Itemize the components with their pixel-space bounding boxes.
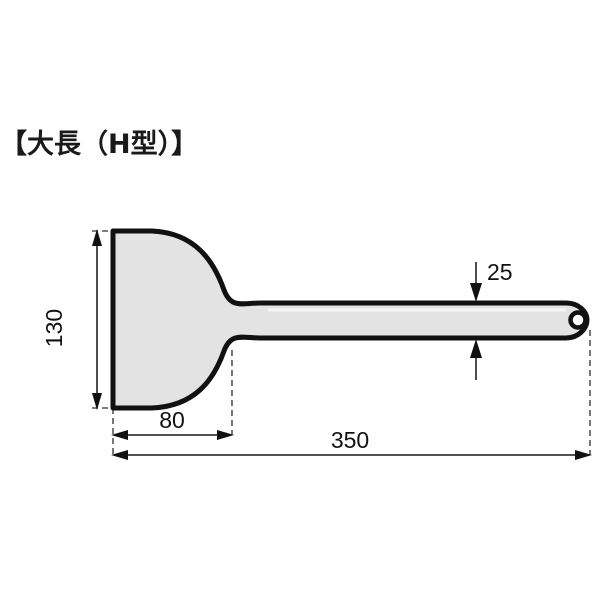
dimension-label-25: 25 [487,259,513,285]
hanging-hole-icon [568,310,588,330]
dimension-handle-thickness: 25 [470,259,513,380]
extension-lines [92,230,591,455]
dimension-blade-width: 80 [111,407,234,440]
arrowhead-right-350 [575,450,592,460]
dimension-label-130: 130 [41,309,67,347]
page-title: 【大長（H型）】 [0,129,199,160]
arrowhead-down-25 [470,283,482,302]
arrowhead-down-130 [92,393,102,410]
dimension-label-350: 350 [331,427,369,453]
arrowhead-right-80 [217,430,234,440]
dimension-blade-height: 130 [41,229,102,410]
arrowhead-left-350 [111,450,128,460]
dimension-total-length: 350 [111,427,592,460]
scraper-body [110,228,590,411]
scraper-outline [110,228,590,411]
arrowhead-up-25 [470,339,482,358]
arrowhead-left-80 [111,430,128,440]
dimension-label-80: 80 [159,407,185,433]
arrowhead-up-130 [92,229,102,246]
